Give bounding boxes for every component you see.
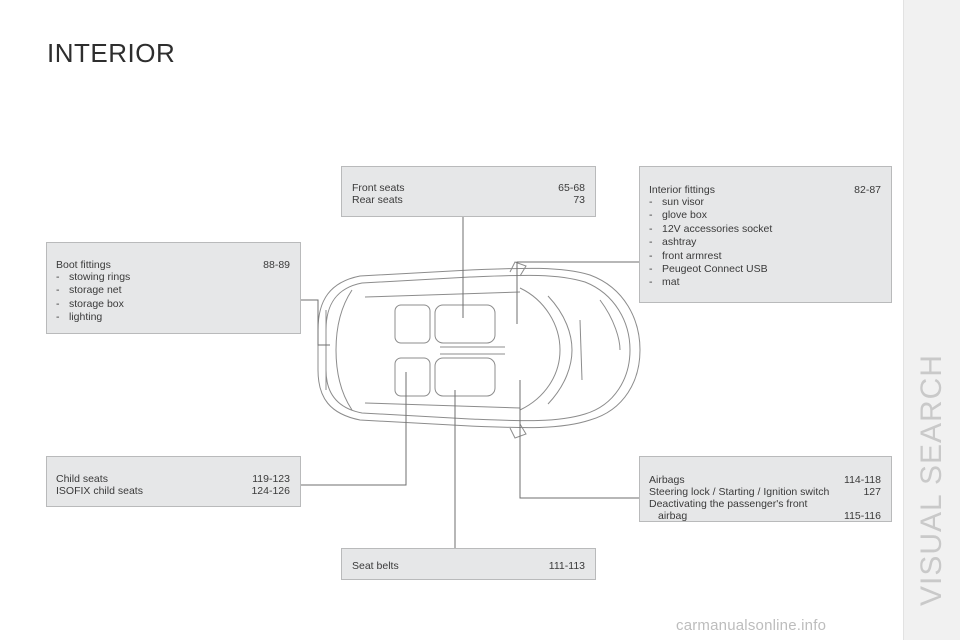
- child-seats-pages: 119-123: [252, 473, 290, 485]
- seat-belts-pages: 111-113: [548, 560, 585, 572]
- cabin-rail-top: [364, 291, 521, 298]
- cabin-rail-bottom: [364, 402, 521, 409]
- rear-seat-upper: [394, 304, 431, 344]
- list-item: sun visor: [649, 196, 881, 210]
- interior-fittings-pages: 82-87: [854, 184, 881, 196]
- airbag-pages: 115-116: [844, 510, 881, 522]
- airbags-row: Airbags 114-118: [649, 474, 881, 486]
- list-item: ashtray: [649, 236, 881, 250]
- boot-fittings-list: stowing rings storage net storage box li…: [56, 271, 290, 325]
- front-seats-pages: 65-68: [558, 182, 585, 194]
- isofix-label: ISOFIX child seats: [56, 485, 143, 497]
- headlight: [599, 299, 621, 351]
- grille: [579, 319, 583, 381]
- seat-belts-box[interactable]: Seat belts 111-113: [341, 548, 596, 580]
- list-item: Peugeot Connect USB: [649, 263, 881, 277]
- front-seat-lower: [434, 357, 496, 397]
- airbags-pages: 114-118: [844, 474, 881, 486]
- airbag-label: airbag: [658, 510, 688, 522]
- car-body-outline: [317, 267, 641, 429]
- centre-console: [440, 346, 505, 355]
- isofix-row: ISOFIX child seats 124-126: [56, 485, 290, 497]
- steering-lock-pages: 127: [863, 486, 881, 498]
- interior-fittings-row: Interior fittings 82-87: [649, 184, 881, 196]
- steering-lock-row: Steering lock / Starting / Ignition swit…: [649, 486, 881, 498]
- boot-fittings-pages: 88-89: [263, 259, 290, 271]
- rear-seats-label: Rear seats: [352, 194, 403, 206]
- list-item: storage net: [56, 284, 290, 298]
- seat-belts-label: Seat belts: [352, 560, 399, 572]
- front-seats-box[interactable]: Front seats 65-68 Rear seats 73: [341, 166, 596, 217]
- boot-fittings-box[interactable]: Boot fittings 88-89 stowing rings storag…: [46, 242, 301, 334]
- child-seats-box[interactable]: Child seats 119-123 ISOFIX child seats 1…: [46, 456, 301, 507]
- windscreen: [519, 287, 561, 411]
- boot-fittings-row: Boot fittings 88-89: [56, 259, 290, 271]
- leader-child-seats: [300, 372, 407, 486]
- page-title: INTERIOR: [47, 38, 176, 68]
- car-body-inner: [325, 274, 631, 422]
- deactivating-label: Deactivating the passenger's front: [649, 498, 808, 510]
- leader-interior-fittings: [516, 261, 639, 324]
- front-seats-label: Front seats: [352, 182, 405, 194]
- seat-belts-row: Seat belts 111-113: [352, 560, 585, 572]
- deactivating-row: Deactivating the passenger's front: [649, 498, 881, 510]
- mirror-lower: [509, 423, 527, 439]
- rear-seat-lower: [394, 357, 431, 397]
- isofix-pages: 124-126: [251, 485, 290, 497]
- rear-window: [335, 289, 353, 411]
- child-seats-row: Child seats 119-123: [56, 473, 290, 485]
- front-seats-row: Front seats 65-68: [352, 182, 585, 194]
- airbag-row: airbag 115-116: [649, 510, 881, 522]
- boot-fittings-label: Boot fittings: [56, 259, 111, 271]
- side-tab[interactable]: [903, 0, 960, 640]
- interior-fittings-label: Interior fittings: [649, 184, 715, 196]
- list-item: lighting: [56, 311, 290, 325]
- leader-airbags: [519, 380, 639, 499]
- leader-boot: [300, 299, 330, 346]
- list-item: front armrest: [649, 250, 881, 264]
- interior-fittings-box[interactable]: Interior fittings 82-87 sun visor glove …: [639, 166, 892, 303]
- steering-lock-label: Steering lock / Starting / Ignition swit…: [649, 486, 830, 498]
- list-item: 12V accessories socket: [649, 223, 881, 237]
- airbags-box[interactable]: Airbags 114-118 Steering lock / Starting…: [639, 456, 892, 522]
- watermark: carmanualsonline.info: [676, 617, 827, 634]
- windscreen-edge: [547, 295, 573, 405]
- rear-seats-pages: 73: [573, 194, 585, 206]
- front-seat-upper: [434, 304, 496, 344]
- airbags-label: Airbags: [649, 474, 685, 486]
- rear-seats-row: Rear seats 73: [352, 194, 585, 206]
- list-item: stowing rings: [56, 271, 290, 285]
- mirror-upper: [509, 261, 527, 277]
- interior-fittings-list: sun visor glove box 12V accessories sock…: [649, 196, 881, 290]
- child-seats-label: Child seats: [56, 473, 108, 485]
- list-item: glove box: [649, 209, 881, 223]
- list-item: storage box: [56, 298, 290, 312]
- list-item: mat: [649, 276, 881, 290]
